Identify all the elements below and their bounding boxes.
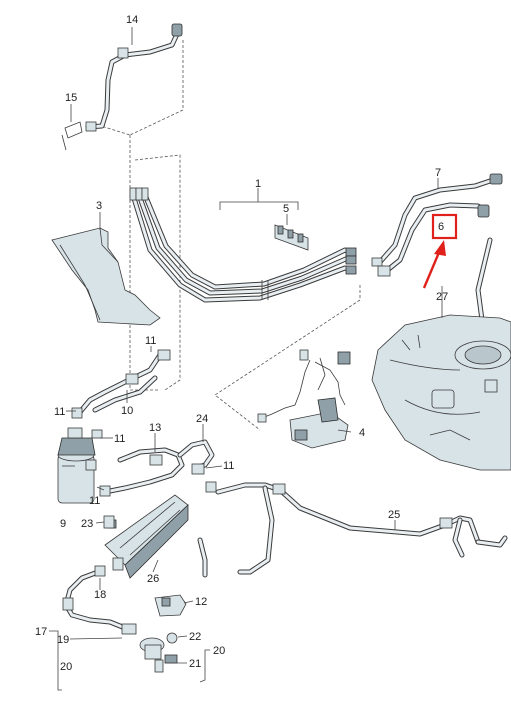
callout-21: 21: [189, 658, 201, 670]
fuel-filter: [57, 427, 103, 504]
callout-11-right: 11: [114, 433, 125, 445]
callout-4: 4: [359, 427, 365, 439]
callout-11-lower: 11: [89, 495, 100, 507]
fuel-tank: [371, 237, 511, 471]
callout-11-top: 11: [145, 335, 156, 347]
callout-17: 17: [35, 626, 47, 638]
callout-11-left: 11: [54, 406, 65, 418]
highlight-box-part-6: [431, 213, 458, 240]
return-line: [197, 482, 508, 578]
callout-19: 19: [57, 634, 69, 646]
callout-13: 13: [149, 422, 161, 434]
callout-labels: 14 15 3 1 5 7 6 27 11 10 11 11 11 9 13 2…: [35, 14, 448, 673]
callout-14: 14: [126, 14, 138, 26]
callout-11-mid: 11: [223, 460, 234, 472]
fuel-pump-module: [257, 349, 351, 449]
callout-6: 6: [438, 221, 444, 233]
vent-lines: [371, 173, 503, 277]
callout-5: 5: [283, 203, 289, 215]
callout-7: 7: [435, 167, 441, 179]
fuel-cooler: [104, 494, 189, 579]
callout-24: 24: [196, 413, 208, 425]
callout-9: 9: [60, 518, 66, 530]
heat-shield-bracket: [51, 227, 161, 326]
fuel-line-bundle: [129, 187, 357, 303]
assembly-guide-lines: [97, 40, 361, 431]
callout-1: 1: [255, 178, 261, 190]
line-clip: [274, 224, 309, 251]
pressure-valve: [139, 632, 178, 673]
upper-fuel-pipe: [61, 23, 183, 151]
callout-22: 22: [189, 631, 201, 643]
callout-26: 26: [147, 573, 159, 585]
filter-hoses: [99, 439, 217, 497]
callout-18: 18: [94, 589, 106, 601]
callout-25: 25: [388, 509, 400, 521]
callout-10: 10: [121, 405, 133, 417]
clamp-part-12: [154, 594, 187, 617]
bolt-part-23: [103, 515, 115, 529]
callout-20-right: 20: [213, 645, 225, 657]
filter-connection-lines: [71, 349, 171, 419]
callout-20-left: 20: [60, 661, 72, 673]
callout-12: 12: [195, 596, 207, 608]
callout-3: 3: [96, 200, 102, 212]
leader-lines: [49, 27, 443, 691]
callout-27: 27: [436, 291, 448, 303]
callout-15: 15: [65, 92, 77, 104]
callout-23: 23: [81, 518, 93, 530]
highlight-arrow: [422, 240, 446, 289]
lower-hose-assembly: [62, 565, 137, 635]
